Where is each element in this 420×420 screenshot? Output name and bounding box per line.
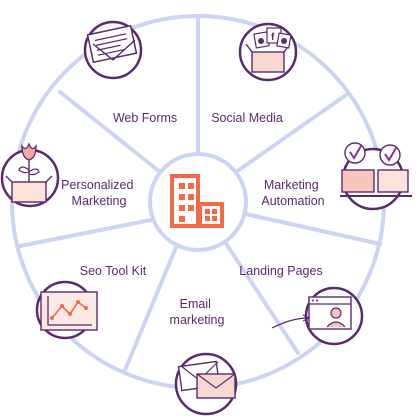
label-social-media: Social Media [211, 111, 283, 125]
flower-box-icon [0, 142, 60, 208]
envelopes-icon [174, 352, 238, 416]
checklist-icon [340, 142, 412, 211]
label-web-forms: Web Forms [113, 111, 177, 125]
building-icon [170, 174, 224, 228]
svg-text:f: f [271, 32, 275, 43]
envelope-form-icon [83, 20, 143, 80]
label-email-marketing: Email marketing [170, 297, 225, 327]
social-box-icon: f [238, 22, 298, 82]
spoke-upper-left [58, 90, 162, 174]
spoke-lower-right [223, 240, 300, 355]
label-marketing-automation: Marketing Automation [261, 178, 324, 208]
line-chart-icon [35, 280, 98, 340]
spoke-upper-right [234, 93, 348, 174]
label-seo-tool-kit: Seo Tool Kit [80, 264, 147, 278]
spoke-bottom-left [123, 243, 179, 372]
browser-avatar-icon [271, 286, 364, 346]
spokes [18, 16, 382, 372]
label-landing-pages: Landing Pages [239, 264, 322, 278]
label-personalized-marketing: Personalized Marketing [61, 178, 137, 208]
spoke-lower-left [18, 218, 153, 248]
spoke-right [244, 212, 382, 246]
